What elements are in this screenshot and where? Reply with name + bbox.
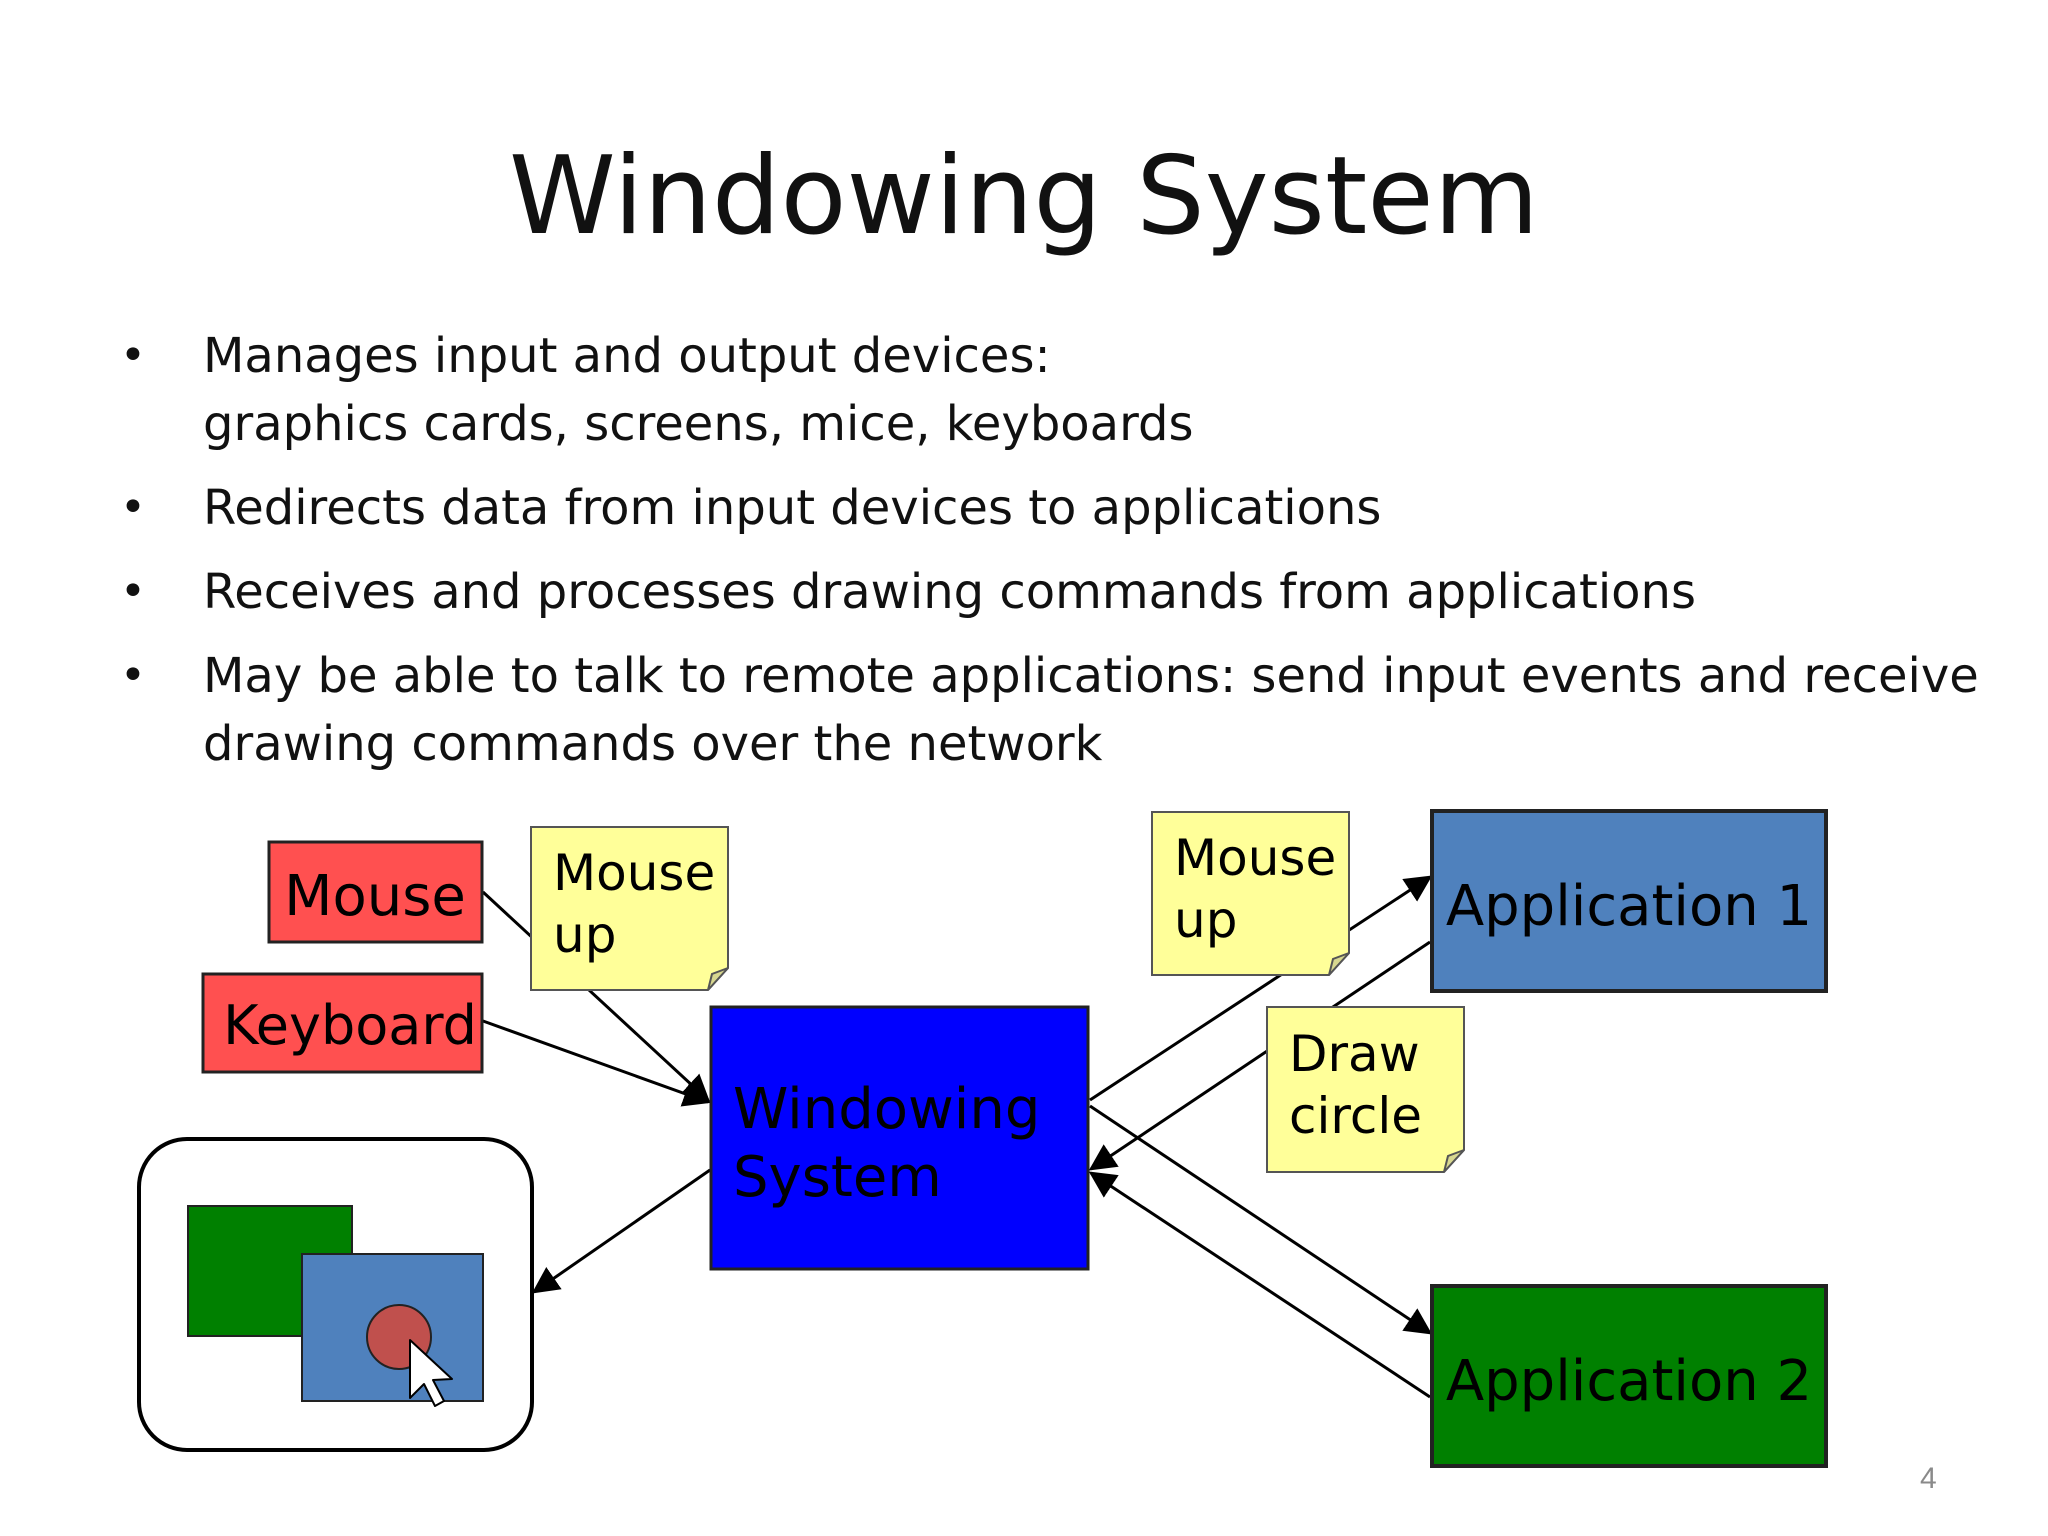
bullet-text: Redirects data from input devices to app… [203,480,1382,536]
mouse-box: Mouse [267,840,484,944]
sticky-note-fold [1328,952,1350,976]
arrow-windowing-to-app2 [1089,1104,1433,1335]
bullet-item: • Manages input and output devices: grap… [120,322,1980,458]
windowing-system-label: Windowing [733,1077,1040,1142]
application-1-box: Application 1 [1430,809,1828,993]
connector-lines [481,875,1433,1399]
screen-illustration [137,1137,534,1452]
application-2-label: Application 2 [1446,1349,1812,1414]
arrow-app1-to-windowing [1088,940,1431,1171]
sticky-note-fold [707,967,729,991]
windowing-system-box: Windowing System [709,1005,1090,1271]
bullet-text: Manages input and output devices: [203,328,1051,384]
bullet-item: • Receives and processes drawing command… [120,558,1980,626]
windowing-system-label: System [733,1145,942,1210]
arrow-windowing-to-screen [531,1168,711,1294]
sticky-note-mouse-up-left: Mouse up [530,826,729,991]
sticky-note-text: Mouse [1174,829,1336,887]
application-2-rect [1430,1284,1828,1468]
bullet-list: • Manages input and output devices: grap… [120,322,1980,794]
bullet-text: graphics cards, screens, mice, keyboards [203,396,1194,452]
keyboard-label: Keyboard [223,994,477,1057]
keyboard-box-rect [201,972,484,1074]
application-2-box: Application 2 [1430,1284,1828,1468]
application-1-rect [1430,809,1828,993]
bullet-dot: • [120,330,146,381]
arrow-keyboard-to-windowing [482,1019,711,1107]
bullet-text: Receives and processes drawing commands … [203,564,1696,620]
bullet-item: • May be able to talk to remote applicat… [120,642,1980,778]
windowing-system-rect [709,1005,1090,1271]
slide-title: Windowing System [509,134,1539,259]
arrow-app2-to-windowing [1088,1171,1431,1399]
sticky-note-text: up [1174,891,1237,949]
bullet-item: • Redirects data from input devices to a… [120,474,1980,542]
mouse-box-rect [267,840,484,944]
page-number: 4 [1920,1462,1937,1495]
sticky-note-draw-circle: Draw circle [1266,1006,1465,1173]
bullet-dot: • [120,650,146,701]
application-1-label: Application 1 [1446,874,1812,939]
bullet-text: drawing commands over the network [203,716,1103,772]
sticky-note-fold [1443,1149,1465,1173]
mouse-label: Mouse [284,864,466,929]
keyboard-box: Keyboard [201,972,484,1074]
sticky-note-text: Mouse [553,844,715,902]
bullet-dot: • [120,482,146,533]
sticky-note-text: Draw [1289,1025,1420,1083]
bullet-text: May be able to talk to remote applicatio… [203,648,1979,704]
arrow-windowing-to-app1 [1089,875,1433,1102]
mouse-cursor-icon [409,1339,453,1407]
sticky-note-text: circle [1289,1087,1422,1145]
sticky-note-mouse-up-right: Mouse up [1151,811,1350,976]
bullet-dot: • [120,566,146,617]
arrow-mouse-to-windowing [481,890,710,1102]
sticky-note-text: up [553,906,616,964]
